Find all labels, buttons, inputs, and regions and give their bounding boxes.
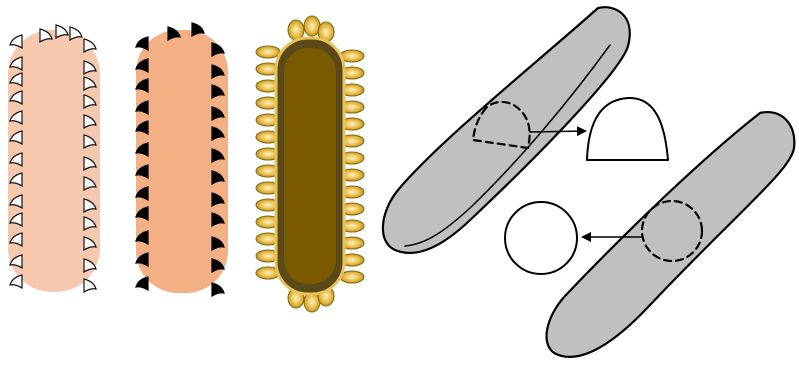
spine-left-11 bbox=[136, 277, 148, 290]
left-panel bbox=[8, 16, 364, 312]
spine-left-0 bbox=[136, 37, 148, 50]
rod-lower-body bbox=[546, 112, 794, 357]
spine-left-12 bbox=[10, 275, 22, 288]
half-dome-cross-section bbox=[587, 98, 668, 160]
specimen-gold bbox=[256, 16, 364, 312]
spine-left-0 bbox=[10, 35, 22, 48]
specimen-pale bbox=[8, 25, 100, 292]
spine-right-11 bbox=[212, 283, 224, 296]
frill-left-0 bbox=[256, 46, 280, 58]
frill-end-0 bbox=[288, 20, 304, 40]
oblique-section-arrow bbox=[530, 131, 585, 132]
circle-cross-section bbox=[505, 202, 577, 274]
specimen-gold-core bbox=[284, 48, 336, 284]
spine-right-12 bbox=[84, 279, 96, 292]
right-panel bbox=[383, 7, 794, 357]
rod-lower bbox=[546, 112, 794, 357]
specimen-salmon bbox=[136, 23, 228, 296]
